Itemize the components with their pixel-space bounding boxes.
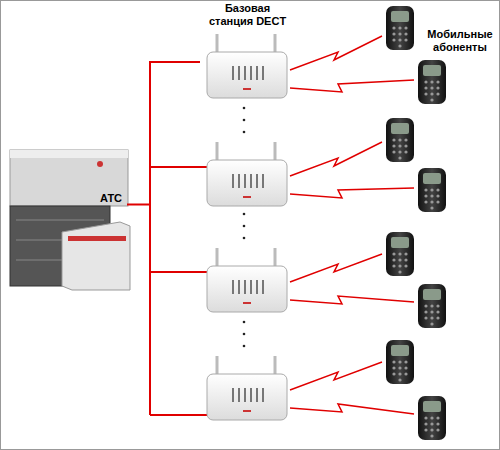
node-label: АТС	[100, 192, 125, 205]
node-label: Базовая станция DECT	[206, 2, 290, 28]
pbx-label-node: АТС	[100, 192, 125, 205]
base-station-node: Базовая станция DECT	[200, 2, 295, 102]
wire-connector	[127, 62, 200, 205]
group-label: Мобильные абоненты	[424, 28, 496, 54]
